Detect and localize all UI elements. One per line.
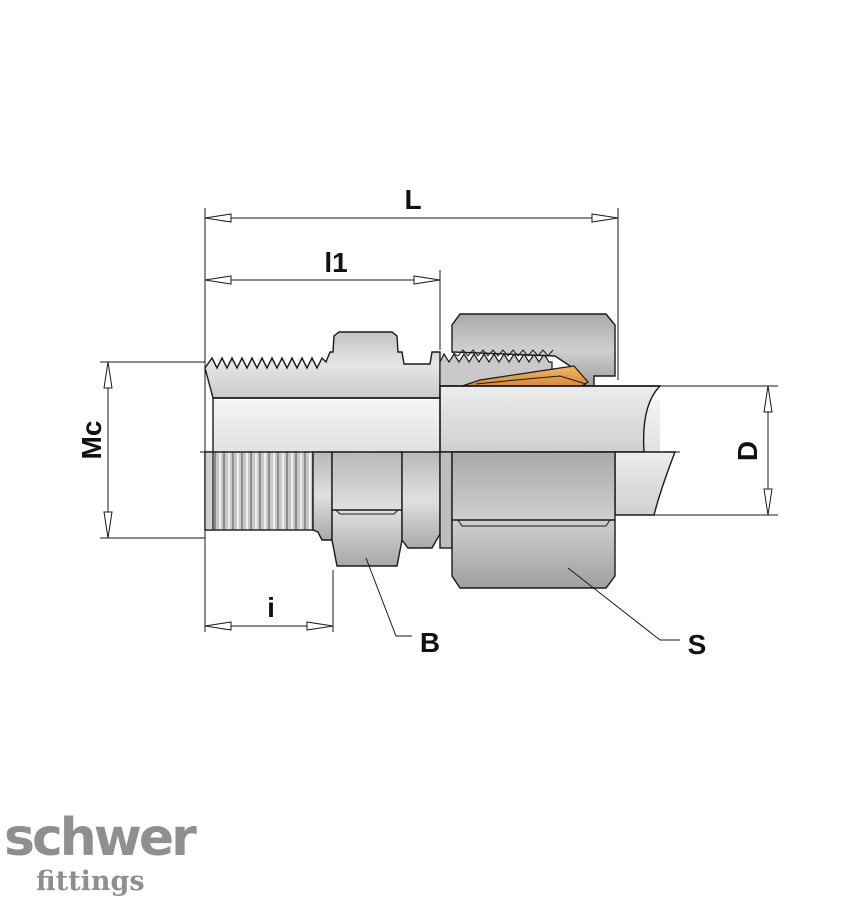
section-view <box>204 313 662 453</box>
body-hex <box>331 451 403 567</box>
label-S: S <box>688 629 707 660</box>
label-Mc: Mc <box>76 421 107 460</box>
body-neck <box>401 451 441 549</box>
label-D: D <box>732 441 763 461</box>
external-view <box>204 451 677 589</box>
body-wall-section <box>204 331 441 399</box>
label-L: L <box>404 184 421 215</box>
tube-lower <box>614 451 677 516</box>
label-i: i <box>267 592 275 623</box>
logo-schwer: schwer <box>4 808 197 868</box>
label-B: B <box>420 627 440 658</box>
logo-fittings: fittings <box>36 866 145 897</box>
dimensions <box>100 208 778 641</box>
tube-upper <box>439 385 662 453</box>
thread-external <box>204 451 314 531</box>
label-l1: l1 <box>324 247 347 278</box>
relief-groove <box>312 451 333 541</box>
nut-thread-inner <box>451 349 554 357</box>
